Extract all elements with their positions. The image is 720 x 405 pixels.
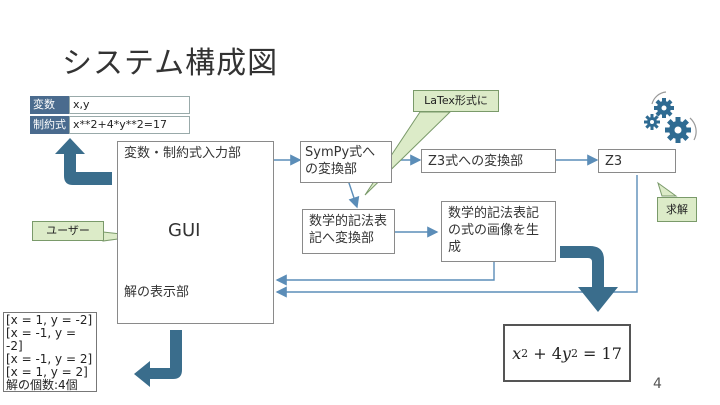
bent-arrow-image-icon — [560, 246, 618, 312]
eq-x: x — [512, 343, 522, 363]
page-number: 4 — [653, 376, 662, 392]
z3-solver-box: Z3 — [598, 149, 676, 173]
arrow-sympy-to-mathconv — [347, 179, 360, 209]
constraint-row: 制約式 x**2+4*y**2=17 — [30, 116, 190, 134]
input-form: 変数 x,y 制約式 x**2+4*y**2=17 — [30, 96, 190, 136]
eq-exp2: 2 — [570, 346, 578, 360]
sympy-converter-box: SymPy式への変換部 — [300, 141, 392, 183]
solution-count: 解の個数:4個 — [6, 378, 78, 392]
z3-converter-box: Z3式への変換部 — [421, 149, 556, 173]
gears-icon — [644, 91, 697, 143]
display-section-label: 解の表示部 — [124, 285, 190, 300]
input-section-label: 変数・制約式入力部 — [124, 146, 242, 161]
solution-list: [x = 1, y = -2] [x = -1, y = -2] [x = -1… — [3, 312, 97, 392]
constraint-field[interactable]: x**2+4*y**2=17 — [69, 116, 190, 134]
page-title: システム構成図 — [62, 46, 279, 81]
eq-y: y — [561, 343, 571, 363]
variable-field[interactable]: x,y — [69, 96, 190, 114]
solve-callout-pointer — [657, 181, 678, 197]
eq-rhs: = 17 — [577, 343, 622, 363]
math-notation-converter-box: 数学的記法表記へ変換部 — [302, 209, 395, 254]
solution-item: [x = -1, y = -2] — [6, 326, 77, 353]
gui-box: 変数・制約式入力部 GUI 解の表示部 — [117, 141, 274, 324]
eq-exp1: 2 — [521, 346, 529, 360]
eq-mid: + 4 — [528, 343, 562, 363]
variable-row: 変数 x,y — [30, 96, 190, 114]
image-generator-box: 数学的記法表記の式の画像を生成 — [441, 201, 556, 262]
gui-label: GUI — [168, 220, 201, 241]
bent-arrow-input-icon — [55, 138, 112, 185]
arrow-image-to-display — [275, 262, 495, 286]
variable-label: 変数 — [30, 96, 69, 114]
solution-item: [x = 1, y = -2] — [6, 313, 93, 327]
bent-arrow-output-icon — [134, 330, 182, 387]
arrow-z3-to-display — [275, 175, 638, 298]
solution-item: [x = -1, y = 2] — [6, 352, 93, 366]
solve-callout: 求解 — [657, 197, 697, 222]
solution-item: [x = 1, y = 2] — [6, 365, 88, 379]
constraint-label: 制約式 — [30, 116, 69, 134]
latex-callout: LaTex形式に — [413, 90, 499, 112]
user-callout: ユーザー — [32, 221, 104, 241]
